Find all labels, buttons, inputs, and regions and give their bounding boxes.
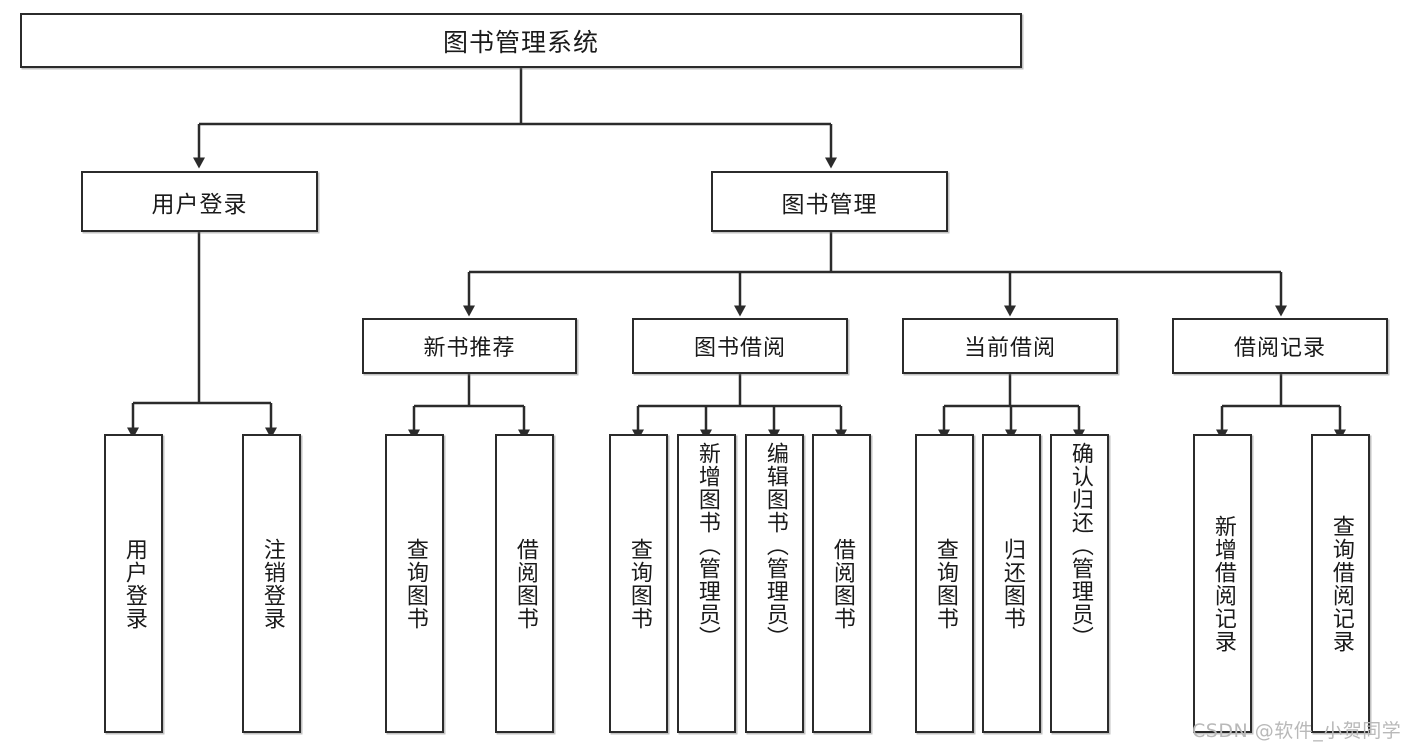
leaf-query-book-current[interactable]: 查询图书 xyxy=(915,434,974,733)
leaf-label: 新增图书（管理员） xyxy=(694,442,720,649)
node-label: 图书管理 xyxy=(781,191,878,218)
leaf-label: 用户登录 xyxy=(121,537,147,630)
node-label: 借阅记录 xyxy=(1233,336,1326,361)
node-label: 当前借阅 xyxy=(963,336,1056,361)
node-new-book-recommend[interactable]: 新书推荐 xyxy=(362,318,577,374)
leaf-logout-login[interactable]: 注销登录 xyxy=(242,434,301,733)
leaf-user-login[interactable]: 用户登录 xyxy=(104,434,163,733)
leaf-query-borrow-record[interactable]: 查询借阅记录 xyxy=(1311,434,1370,733)
leaf-label: 查询图书 xyxy=(932,537,958,630)
leaf-label: 归还图书 xyxy=(999,537,1025,630)
leaf-query-book-borrow[interactable]: 查询图书 xyxy=(609,434,668,733)
leaf-label: 查询借阅记录 xyxy=(1328,514,1354,653)
leaf-return-book[interactable]: 归还图书 xyxy=(982,434,1041,733)
leaf-confirm-return-admin[interactable]: 确认归还（管理员） xyxy=(1050,434,1109,733)
node-borrow-record[interactable]: 借阅记录 xyxy=(1172,318,1388,374)
leaf-query-book-recommend[interactable]: 查询图书 xyxy=(385,434,444,733)
watermark: CSDN @软件_小贺同学 xyxy=(1192,720,1402,742)
node-current-borrow[interactable]: 当前借阅 xyxy=(902,318,1118,374)
leaf-label: 新增借阅记录 xyxy=(1210,514,1236,653)
leaf-label: 借阅图书 xyxy=(512,537,538,630)
node-root-book-management-system[interactable]: 图书管理系统 xyxy=(20,13,1022,68)
leaf-label: 借阅图书 xyxy=(829,537,855,630)
node-book-management[interactable]: 图书管理 xyxy=(711,171,948,232)
leaf-label: 查询图书 xyxy=(402,537,428,630)
leaf-add-book-admin[interactable]: 新增图书（管理员） xyxy=(677,434,736,733)
node-label: 新书推荐 xyxy=(423,336,516,361)
leaf-label: 编辑图书（管理员） xyxy=(762,442,788,649)
node-user-login[interactable]: 用户登录 xyxy=(81,171,318,232)
leaf-label: 确认归还（管理员） xyxy=(1067,442,1093,649)
node-label: 图书管理系统 xyxy=(442,27,599,57)
leaf-edit-book-admin[interactable]: 编辑图书（管理员） xyxy=(745,434,804,733)
leaf-borrow-book-borrow[interactable]: 借阅图书 xyxy=(812,434,871,733)
leaf-add-borrow-record[interactable]: 新增借阅记录 xyxy=(1193,434,1252,733)
node-label: 用户登录 xyxy=(151,191,248,218)
leaf-label: 注销登录 xyxy=(259,537,285,630)
leaf-label: 查询图书 xyxy=(626,537,652,630)
leaf-borrow-book-recommend[interactable]: 借阅图书 xyxy=(495,434,554,733)
node-label: 图书借阅 xyxy=(693,336,786,361)
node-book-borrow[interactable]: 图书借阅 xyxy=(632,318,848,374)
